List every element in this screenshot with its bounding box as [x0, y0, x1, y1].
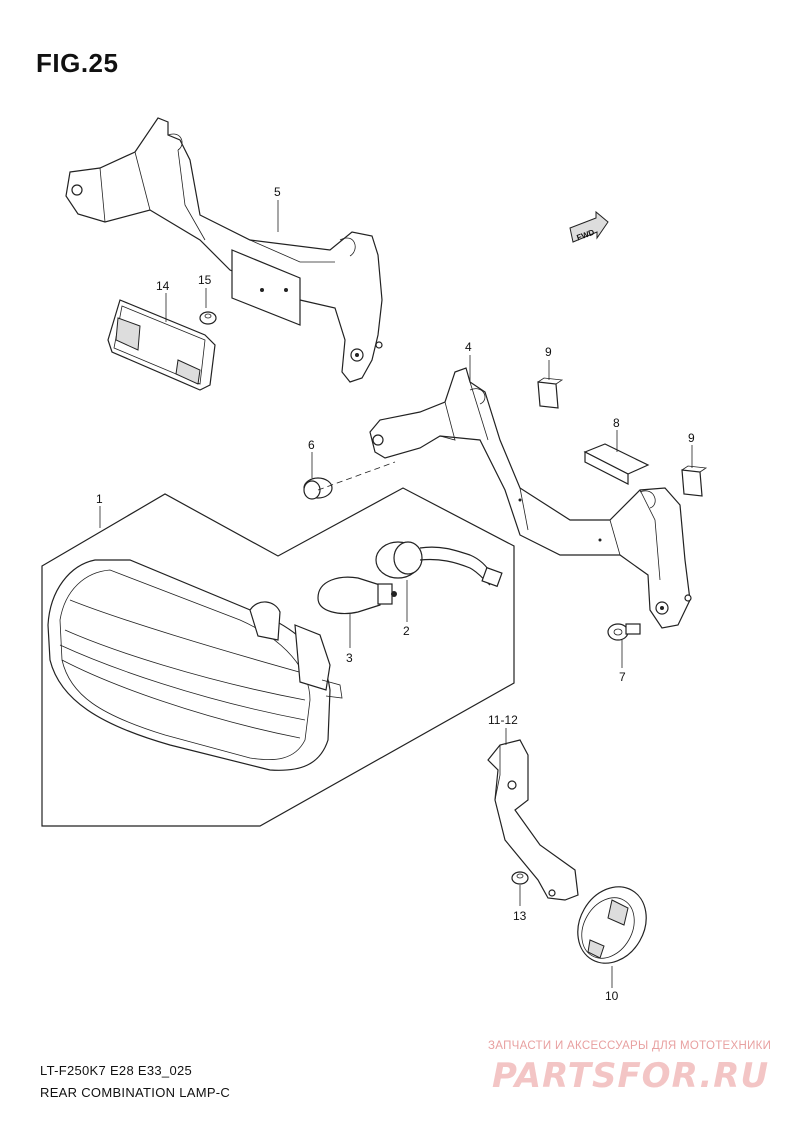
nut-13 — [511, 871, 529, 885]
label-part-13: 13 — [513, 909, 527, 923]
bulb-3 — [317, 576, 397, 615]
fwd-arrow: FWD — [569, 210, 609, 243]
leader-lines — [99, 200, 693, 988]
figure-title: FIG.25 — [36, 48, 119, 78]
lamp-box — [41, 487, 515, 827]
bolt-7 — [607, 623, 641, 641]
reflector-10 — [577, 886, 647, 964]
label-part-7: 7 — [619, 670, 626, 684]
grommet-6 — [303, 461, 396, 500]
label-part-2: 2 — [403, 624, 410, 638]
nut-15 — [199, 311, 217, 325]
label-part-4: 4 — [465, 340, 472, 354]
caption-model: LT-F250K7 E28 E33_025 — [40, 1063, 193, 1078]
watermark-logo: PARTSFOR.RU — [492, 1056, 770, 1096]
lower-bracket — [369, 367, 692, 629]
label-part-1: 1 — [96, 492, 103, 506]
label-part-6: 6 — [308, 438, 315, 452]
lamp-housing — [47, 559, 343, 771]
label-part-8: 8 — [613, 416, 620, 430]
side-bracket — [487, 739, 579, 901]
caption-title: REAR COMBINATION LAMP-C — [40, 1085, 231, 1100]
label-part-3: 3 — [346, 651, 353, 665]
pad-9b — [681, 465, 708, 497]
pad-9a — [537, 377, 564, 409]
socket-2 — [375, 541, 503, 588]
pad-8 — [583, 443, 650, 485]
label-part-11-12: 11-12 — [488, 713, 518, 727]
label-part-9a: 9 — [545, 345, 552, 359]
label-part-14: 14 — [156, 279, 170, 293]
reflector-14 — [107, 299, 216, 391]
label-part-5: 5 — [274, 185, 281, 199]
label-part-10: 10 — [605, 989, 619, 1003]
label-part-15: 15 — [198, 273, 212, 287]
label-part-9b: 9 — [688, 431, 695, 445]
plate-part — [231, 249, 301, 326]
watermark-text: ЗАПЧАСТИ И АКСЕССУАРЫ ДЛЯ МОТОТЕХНИКИ — [488, 1040, 772, 1052]
upper-bracket — [65, 117, 383, 383]
